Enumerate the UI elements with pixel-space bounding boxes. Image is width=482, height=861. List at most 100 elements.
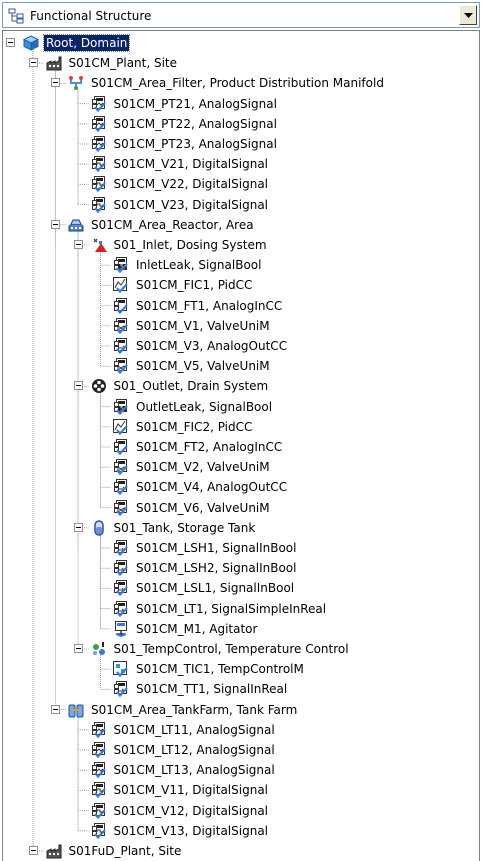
- analog-out-icon: [113, 338, 129, 355]
- signal-in-real-icon: [113, 681, 129, 698]
- tree-node-label: OutletLeak, SignalBool: [136, 399, 273, 414]
- tree-node-label: S01CM_V3, AnalogOutCC: [136, 339, 288, 353]
- tree-node-label: S01CM_V6, ValveUniM: [136, 500, 270, 515]
- temperature-control-icon: [91, 641, 107, 657]
- tree-node-label: S01CM_M1, Agitator: [136, 621, 258, 636]
- tree-node-label: S01_Inlet, Dosing System: [113, 238, 267, 252]
- analog-in-icon: [113, 297, 129, 314]
- tree-node-label: S01CM_LSH1, SignalInBool: [136, 541, 297, 555]
- tree-node-label: S01FuD_Plant, Site: [68, 844, 182, 858]
- tree-node-label: S01CM_V4, AnalogOutCC: [136, 480, 288, 495]
- tree-node-label: S01CM_PT23, AnalogSignal: [113, 137, 277, 151]
- analog-signal-icon: [91, 721, 107, 738]
- valve-icon: [113, 459, 129, 476]
- storage-tank-icon: [91, 520, 107, 536]
- tree-node-label: S01CM_PT21, AnalogSignal: [113, 96, 277, 111]
- tree-node-label: S01_TempControl, Temperature Control: [113, 642, 349, 656]
- collapse-toggle[interactable]: [73, 381, 83, 391]
- tree-node-label: S01CM_LT1, SignalSimpleInReal: [136, 601, 327, 616]
- tree-node-label: S01CM_FT1, AnalogInCC: [136, 298, 283, 313]
- collapse-toggle[interactable]: [6, 38, 15, 47]
- valve-icon: [113, 317, 129, 334]
- tree-node-label: S01CM_TIC1, TempControlM: [136, 662, 304, 677]
- signal-in-bool-icon: [113, 560, 129, 577]
- digital-signal-icon: [91, 782, 107, 799]
- tree-node-label: S01CM_V11, DigitalSignal: [113, 783, 269, 798]
- analog-signal-icon: [91, 742, 107, 759]
- analog-signal-icon: [91, 95, 107, 112]
- tree-node-label: S01_Outlet, Drain System: [113, 379, 269, 394]
- site-factory-icon: [46, 55, 62, 71]
- tree-node-label: S01CM_V5, ValveUniM: [136, 359, 270, 374]
- root-domain-cube-icon: [22, 35, 40, 51]
- tree-node-label: S01CM_V2, ValveUniM: [136, 460, 270, 475]
- collapse-toggle[interactable]: [51, 78, 60, 88]
- tree-node-label: Root, Domain: [42, 34, 131, 52]
- tree-node-label: S01CM_V21, DigitalSignal: [113, 157, 269, 172]
- tree-node-label: S01CM_V23, DigitalSignal: [113, 197, 269, 212]
- signal-in-real-icon: [113, 600, 129, 617]
- hierarchy-structure-icon: [8, 8, 24, 24]
- collapse-toggle[interactable]: [73, 240, 83, 249]
- tree-node-label: S01CM_PT22, AnalogSignal: [113, 116, 277, 131]
- collapse-toggle[interactable]: [51, 219, 60, 229]
- tree-node-label: S01CM_LT11, AnalogSignal: [113, 722, 275, 737]
- analog-signal-icon: [91, 762, 107, 779]
- tree-node-label: S01CM_V13, DigitalSignal: [113, 823, 269, 838]
- digital-signal-icon: [91, 156, 107, 173]
- structure-selector[interactable]: Functional Structure: [2, 2, 480, 28]
- tank-farm-icon: [68, 702, 84, 718]
- area-reactor-icon: [68, 217, 84, 233]
- tree-node-label: S01CM_FIC1, PidCC: [136, 278, 253, 293]
- collapse-toggle[interactable]: [51, 704, 60, 714]
- tree-node-label: S01CM_TT1, SignalInReal: [136, 682, 288, 697]
- collapse-toggle[interactable]: [28, 58, 38, 68]
- signal-bool-icon: 5: [113, 257, 129, 274]
- tree-node-label: S01CM_Area_Filter, Product Distribution …: [91, 76, 384, 91]
- tree-node-label: S01CM_Area_Reactor, Area: [91, 217, 254, 232]
- tree-node-label: S01CM_LSH2, SignalInBool: [136, 561, 297, 576]
- tree-node-label: S01CM_FIC2, PidCC: [136, 419, 253, 434]
- site-factory-icon: [46, 843, 62, 859]
- tree-node-label: S01CM_V1, ValveUniM: [136, 318, 270, 333]
- tree-node-label: S01CM_V12, DigitalSignal: [113, 803, 269, 818]
- chevron-down-icon: [464, 13, 473, 18]
- digital-signal-icon: [91, 802, 107, 819]
- drain-system-icon: [91, 378, 107, 394]
- analog-out-icon: [113, 479, 129, 496]
- svg-text:5: 5: [120, 405, 124, 412]
- structure-selector-value: Functional Structure: [30, 9, 152, 23]
- collapse-toggle[interactable]: [73, 522, 83, 532]
- tree-node-label: S01CM_Area_TankFarm, Tank Farm: [91, 702, 298, 717]
- dosing-system-icon: [91, 237, 107, 253]
- temp-control-module-icon: [113, 661, 129, 678]
- collapse-toggle[interactable]: [28, 846, 38, 855]
- tree-node-label: S01CM_V22, DigitalSignal: [113, 177, 269, 192]
- tree-node-label: S01CM_Plant, Site: [68, 56, 178, 71]
- pid-controller-icon: [113, 418, 129, 435]
- analog-signal-icon: [91, 115, 107, 132]
- valve-icon: [113, 358, 129, 375]
- signal-in-bool-icon: [113, 580, 129, 597]
- tree-node-label: S01CM_FT2, AnalogInCC: [136, 440, 283, 454]
- tree-node-label: S01CM_LSL1, SignalInBool: [136, 581, 295, 596]
- dropdown-button[interactable]: [459, 5, 477, 25]
- analog-signal-icon: [91, 136, 107, 153]
- digital-signal-icon: [91, 822, 107, 839]
- analog-in-icon: [113, 439, 129, 456]
- pid-controller-icon: [113, 277, 129, 294]
- svg-text:5: 5: [120, 264, 124, 271]
- tree-node-label: S01CM_LT13, AnalogSignal: [113, 763, 275, 778]
- tree-node-label: S01_Tank, Storage Tank: [113, 520, 256, 535]
- tree-node-label: InletLeak, SignalBool: [136, 258, 262, 273]
- signal-in-bool-icon: [113, 540, 129, 557]
- manifold-piping-icon: [68, 75, 84, 91]
- agitator-icon: [113, 620, 129, 637]
- digital-signal-icon: [91, 176, 107, 193]
- collapse-toggle[interactable]: [73, 644, 83, 653]
- signal-bool-icon: 5: [113, 398, 129, 415]
- tree-node-label: S01CM_LT12, AnalogSignal: [113, 743, 275, 757]
- valve-icon: [113, 499, 129, 516]
- digital-signal-icon: [91, 196, 107, 213]
